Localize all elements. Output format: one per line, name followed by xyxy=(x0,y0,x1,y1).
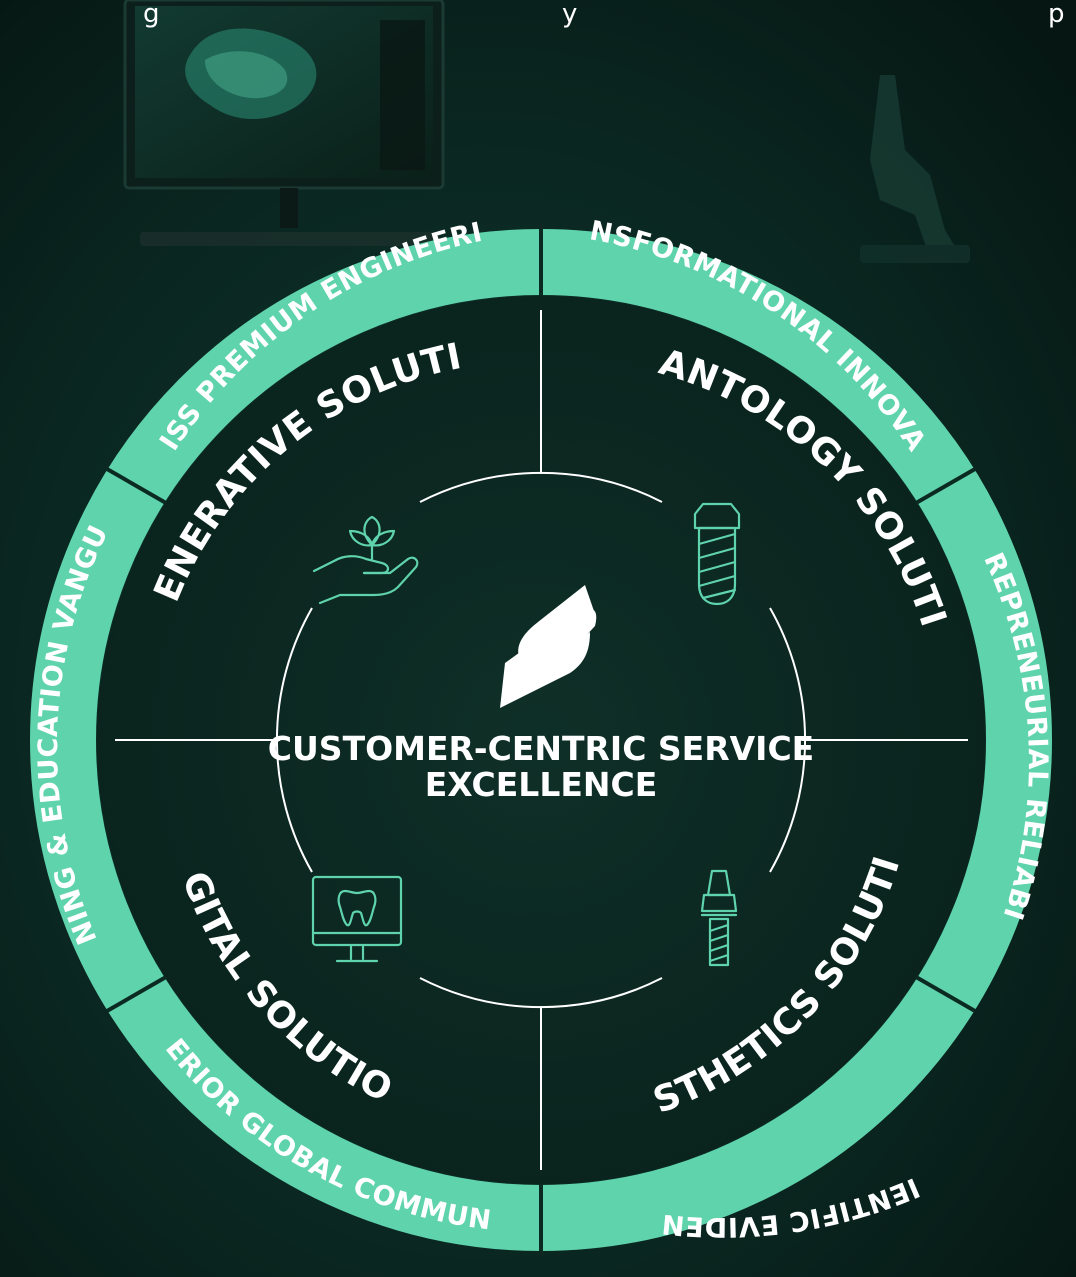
center-title-line1: CUSTOMER-CENTRIC SERVICE xyxy=(268,729,814,768)
center-title-line2: EXCELLENCE xyxy=(425,765,658,804)
caption-far-right: p xyxy=(1048,0,1065,29)
brand-logo xyxy=(500,585,597,708)
tooth-monitor-icon xyxy=(311,875,403,963)
abutment-icon xyxy=(700,869,738,967)
quadrant-dividers xyxy=(115,310,968,1170)
dental-implant-icon xyxy=(693,502,741,606)
caption-right: y xyxy=(562,0,577,29)
caption-left: g xyxy=(143,0,160,29)
inner-circle-arcs xyxy=(276,471,806,1009)
inner-disc xyxy=(97,296,985,1184)
ring-separators xyxy=(106,228,976,1252)
monitor-background xyxy=(123,0,445,246)
plant-in-hand-icon xyxy=(312,515,419,605)
microscope-background xyxy=(860,75,970,263)
